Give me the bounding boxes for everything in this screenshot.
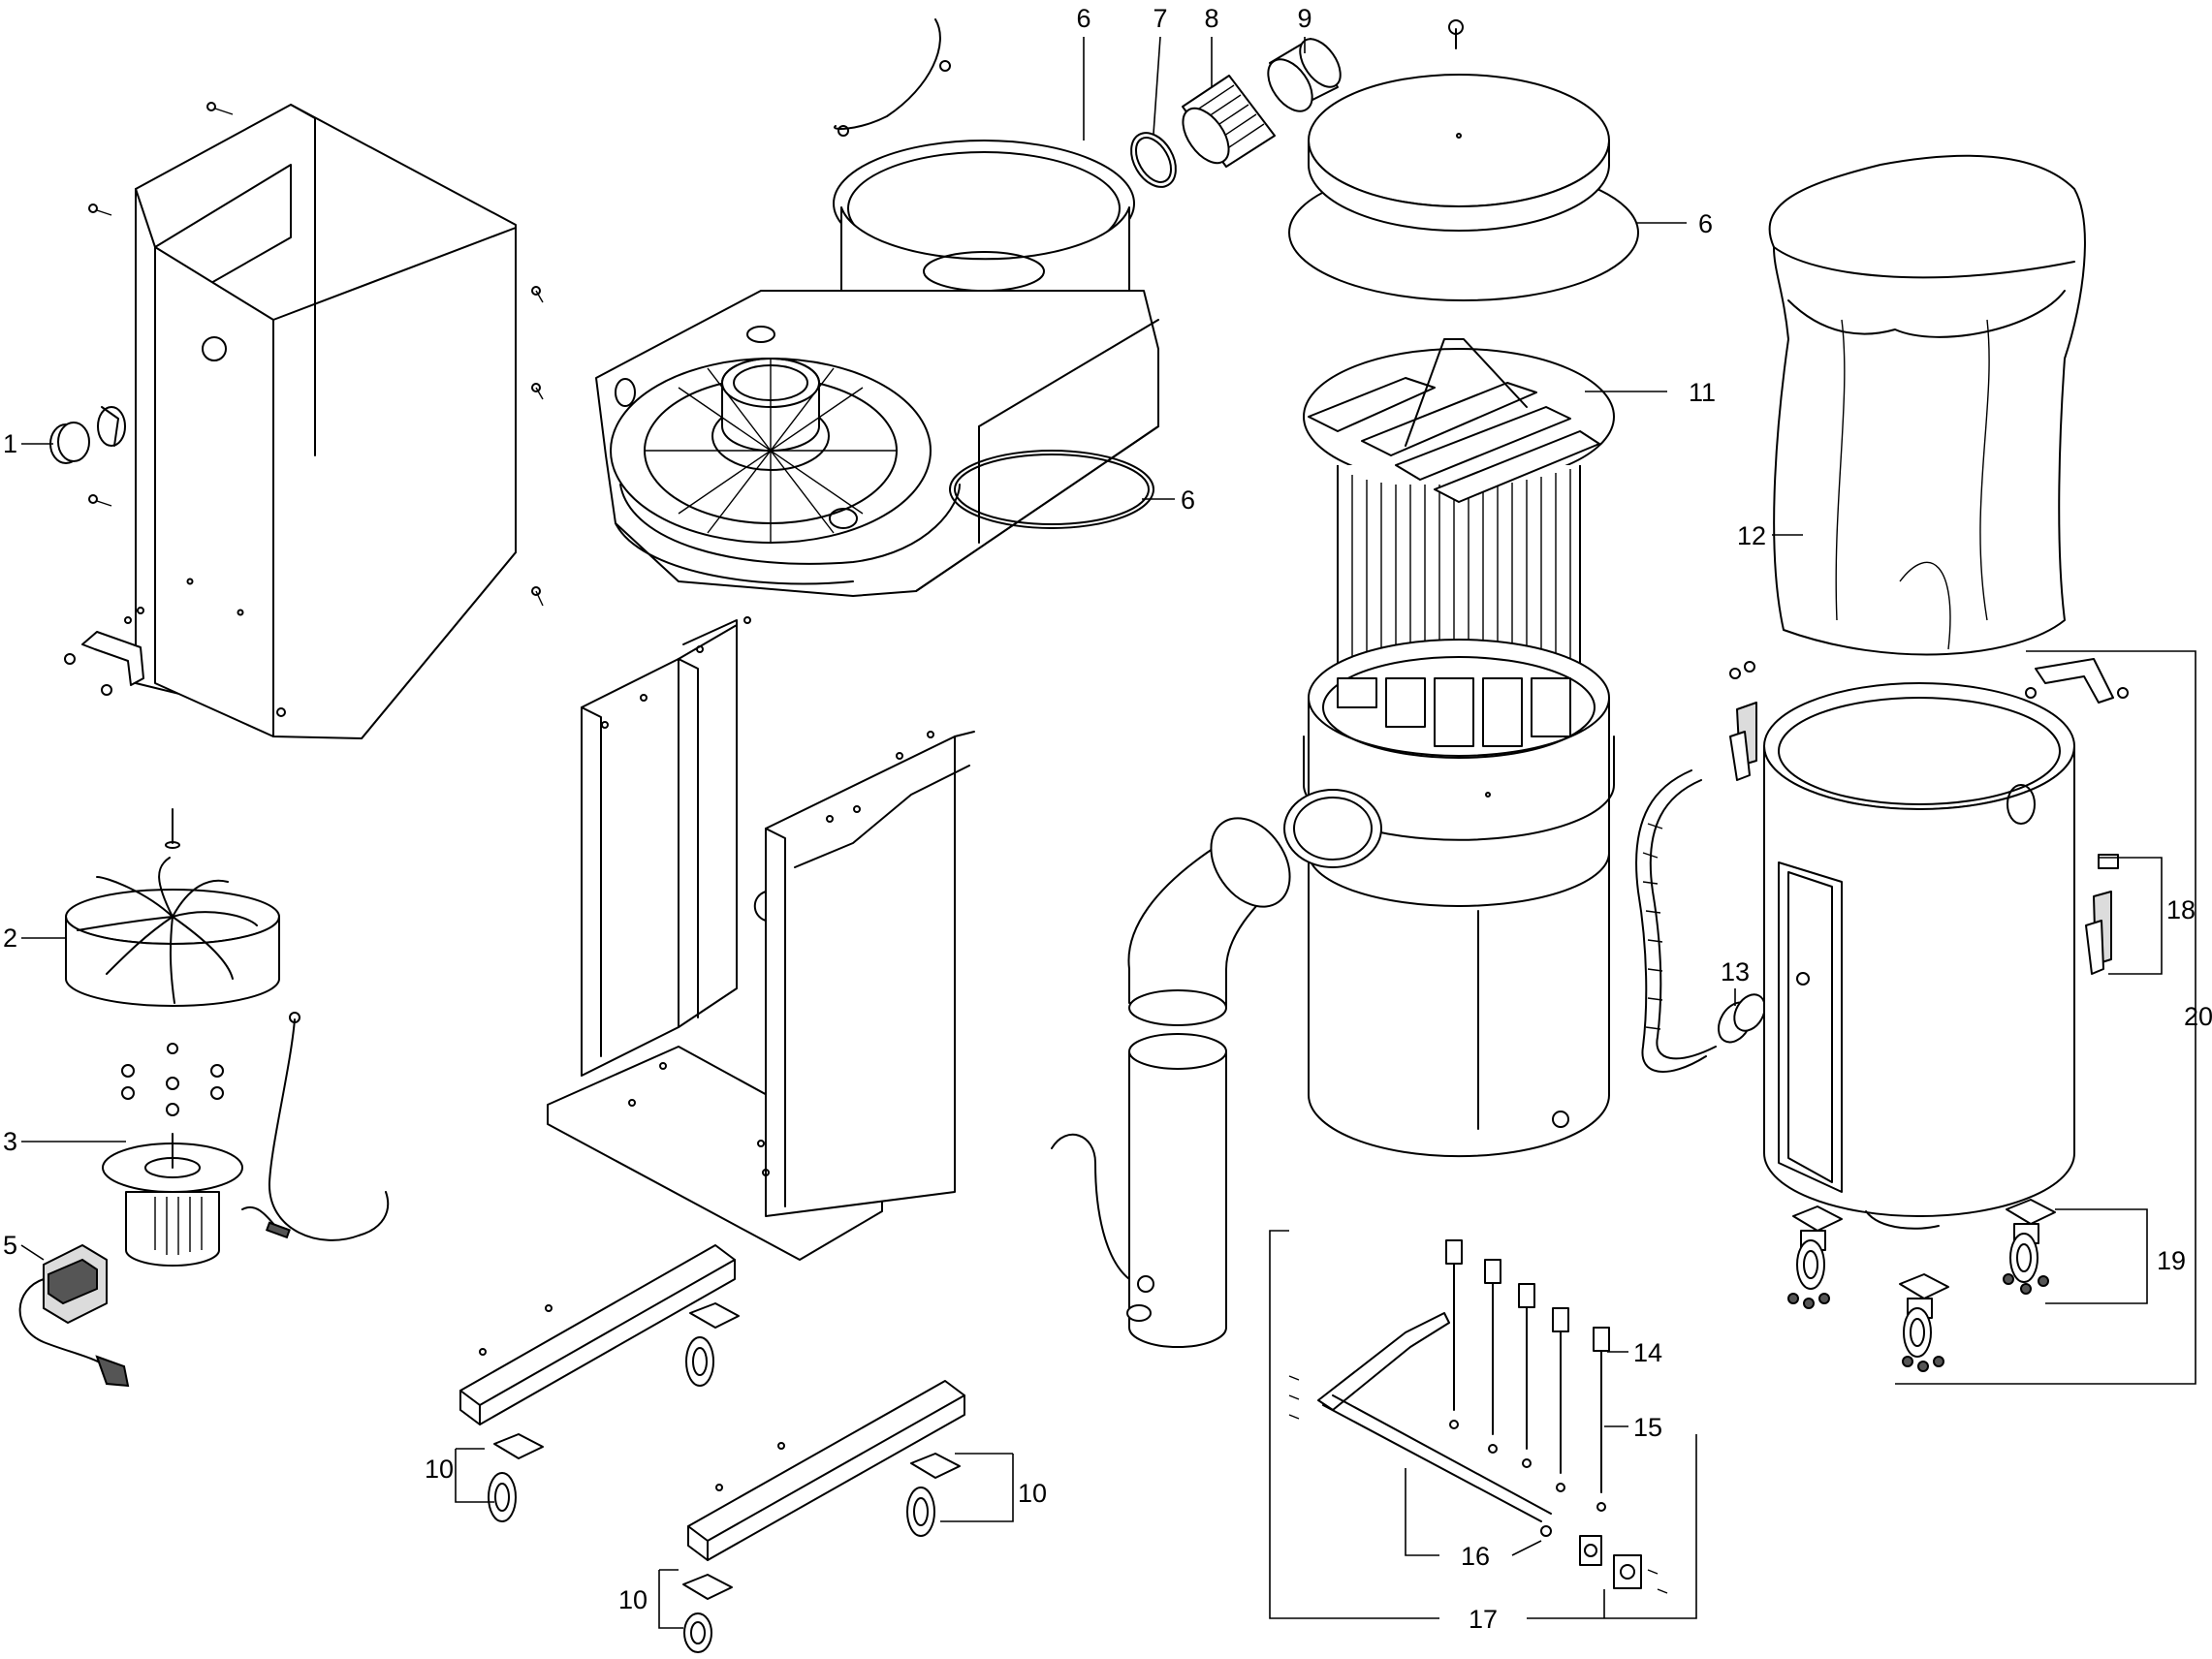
callout-11: 11 bbox=[1689, 378, 1716, 407]
caster-19c bbox=[2006, 1199, 2056, 1283]
callout-10-left: 10 bbox=[425, 1455, 454, 1484]
part-14-15-rods bbox=[1445, 1239, 1610, 1512]
elbow-pipe bbox=[1051, 817, 1291, 1348]
callout-3: 3 bbox=[3, 1127, 17, 1156]
callout-12: 12 bbox=[1737, 521, 1766, 550]
housing-shroud bbox=[64, 102, 544, 739]
callout-6-lid-seal: 6 bbox=[1698, 209, 1713, 238]
callout-10-bottom: 10 bbox=[618, 1585, 648, 1614]
caster-10b bbox=[488, 1433, 544, 1522]
callout-6-bottom-ring: 6 bbox=[1181, 485, 1195, 515]
leader-lines bbox=[20, 36, 2196, 1629]
callout-7: 7 bbox=[1153, 4, 1167, 33]
part-2-impeller bbox=[65, 808, 280, 1054]
base-rail-lower bbox=[682, 1380, 965, 1653]
part-19-casters bbox=[1787, 1199, 2056, 1372]
callout-18: 18 bbox=[2166, 895, 2196, 924]
part-17-mount-plates bbox=[1288, 1375, 1668, 1594]
callout-15: 15 bbox=[1633, 1413, 1662, 1442]
inner-frame bbox=[547, 616, 975, 1261]
part-20-dust-drum bbox=[1729, 658, 2129, 1230]
part-11-filter-cartridge bbox=[1303, 338, 1615, 670]
callout-8: 8 bbox=[1204, 4, 1218, 33]
part-1-switch-knob bbox=[49, 406, 126, 464]
part-12-filter-bag bbox=[1768, 154, 2086, 656]
part-6-fan-housing bbox=[595, 18, 1159, 597]
callout-19: 19 bbox=[2157, 1246, 2186, 1275]
callout-16: 16 bbox=[1461, 1542, 1490, 1571]
callout-14: 14 bbox=[1633, 1338, 1662, 1367]
base-rail-upper bbox=[459, 1244, 740, 1522]
part-3-motor bbox=[102, 1012, 390, 1267]
callout-2: 2 bbox=[3, 923, 17, 953]
collector-drum bbox=[1283, 639, 1615, 1158]
caster-10c bbox=[906, 1453, 961, 1537]
part-9-adaptor bbox=[1267, 38, 1342, 112]
callout-10-right: 10 bbox=[1018, 1479, 1047, 1508]
caster-10d bbox=[682, 1574, 733, 1653]
caster-19b bbox=[1899, 1273, 1949, 1358]
callout-1: 1 bbox=[3, 429, 17, 458]
callout-9: 9 bbox=[1297, 4, 1311, 33]
caster-10a bbox=[685, 1302, 740, 1387]
part-13-flex-hose bbox=[1635, 769, 1766, 1073]
callout-6-fan-ring: 6 bbox=[1076, 4, 1090, 33]
callout-labels: 1 2 3 5 6 6 6 7 8 9 10 10 10 11 12 13 14… bbox=[3, 4, 2212, 1634]
callout-5: 5 bbox=[3, 1231, 17, 1260]
part-5-switch-box bbox=[18, 1244, 130, 1388]
callout-13: 13 bbox=[1721, 957, 1750, 986]
part-8-hose bbox=[1182, 75, 1276, 168]
part-16-handle-lever bbox=[1317, 1312, 1552, 1537]
caster-19a bbox=[1792, 1205, 1843, 1290]
part-7-hose-clamp bbox=[1130, 132, 1177, 188]
callout-17: 17 bbox=[1469, 1605, 1498, 1634]
part-6-lid-and-seal bbox=[1288, 19, 1639, 301]
callout-20: 20 bbox=[2184, 1002, 2212, 1031]
